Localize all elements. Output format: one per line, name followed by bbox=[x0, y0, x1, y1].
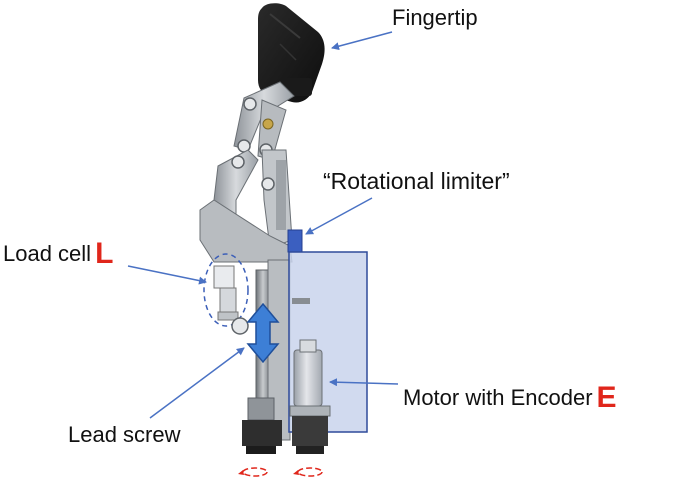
lead-screw-label: Lead screw bbox=[68, 424, 181, 446]
motor-encoder-label-text: Motor with Encoder bbox=[403, 385, 593, 410]
lead-screw-part bbox=[231, 259, 291, 454]
fingertip-label-text: Fingertip bbox=[392, 5, 478, 30]
load-cell-label-text: Load cell bbox=[3, 241, 92, 266]
rotational-limiter-label-text: “Rotational limiter” bbox=[323, 168, 510, 194]
fingertip-leader bbox=[331, 31, 393, 51]
distal-linkage bbox=[233, 81, 295, 161]
load-cell-part bbox=[203, 253, 249, 327]
load-cell-mark: L bbox=[95, 237, 114, 270]
rotation-arrows bbox=[238, 467, 323, 477]
rotational-limiter-block bbox=[287, 229, 303, 253]
lead-screw-direction-arrow bbox=[246, 302, 280, 364]
motor-leader bbox=[329, 378, 399, 387]
annotation-arrows bbox=[127, 31, 399, 419]
load-cell-leader bbox=[127, 265, 207, 285]
lead-screw-leader bbox=[149, 347, 245, 419]
limiter-leader bbox=[305, 197, 373, 235]
fingertip-label: Fingertip bbox=[392, 7, 478, 29]
lead-screw-label-text: Lead screw bbox=[68, 422, 181, 447]
motor-encoder-mark: E bbox=[596, 381, 617, 414]
rotational-limiter-label: “Rotational limiter” bbox=[323, 170, 510, 193]
motor-encoder-part bbox=[288, 251, 368, 454]
